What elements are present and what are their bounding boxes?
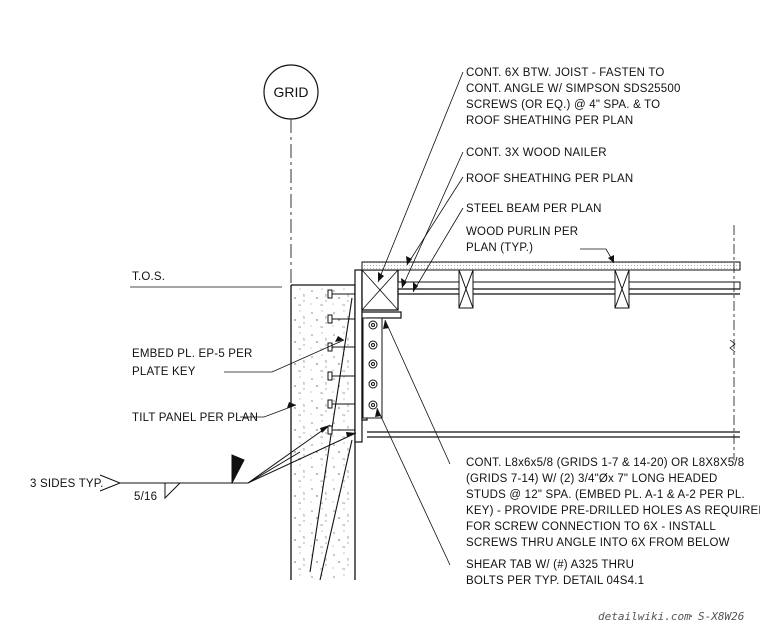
- svg-text:PLATE KEY: PLATE KEY: [132, 366, 196, 378]
- svg-text:SCREWS (OR EQ.) @ 4" SPA. & TO: SCREWS (OR EQ.) @ 4" SPA. & TO: [466, 99, 660, 111]
- note-purlin: WOOD PURLIN PER PLAN (TYP.): [466, 226, 578, 254]
- leader-lines: [224, 71, 615, 566]
- note-beam: STEEL BEAM PER PLAN: [466, 203, 602, 215]
- tos-label: T.O.S.: [132, 271, 165, 283]
- tilt-panel: [290, 284, 356, 581]
- svg-text:ROOF SHEATHING PER PLAN: ROOF SHEATHING PER PLAN: [466, 173, 633, 185]
- rebar-line: [319, 439, 353, 581]
- svg-text:TILT PANEL PER PLAN: TILT PANEL PER PLAN: [132, 412, 258, 424]
- svg-text:CONT. 6X BTW. JOIST - FASTEN T: CONT. 6X BTW. JOIST - FASTEN TO: [466, 67, 665, 79]
- note-joist: CONT. 6X BTW. JOIST - FASTEN TO CONT. AN…: [466, 67, 681, 127]
- weld-symbol: [99, 424, 357, 500]
- note-nailer: CONT. 3X WOOD NAILER: [466, 147, 607, 159]
- note-angle: CONT. L8x6x5/8 (GRIDS 1-7 & 14-20) OR L8…: [466, 457, 760, 549]
- svg-text:WOOD PURLIN PER: WOOD PURLIN PER: [466, 226, 578, 238]
- tilt-panel-body: [291, 285, 355, 580]
- footer-separator: ·: [688, 610, 695, 623]
- svg-text:ROOF SHEATHING PER PLAN: ROOF SHEATHING PER PLAN: [466, 115, 633, 127]
- wood-nailer-3x: [397, 281, 741, 290]
- note-shear-tab: SHEAR TAB W/ (#) A325 THRU BOLTS PER TYP…: [466, 559, 644, 587]
- footer-code: S-X8W26: [698, 610, 745, 623]
- note-tilt: TILT PANEL PER PLAN: [132, 412, 258, 424]
- tos-elevation: T.O.S.: [130, 271, 282, 288]
- svg-text:KEY) - PROVIDE PRE-DRILLED HOL: KEY) - PROVIDE PRE-DRILLED HOLES AS REQU…: [466, 505, 760, 517]
- note-weld: 3 SIDES TYP. 5/16: [30, 478, 157, 503]
- svg-text:STEEL BEAM PER PLAN: STEEL BEAM PER PLAN: [466, 203, 602, 215]
- note-embed: EMBED PL. EP-5 PER PLATE KEY: [132, 348, 253, 378]
- svg-text:5/16: 5/16: [134, 491, 157, 503]
- weld-arrowheads: [320, 425, 356, 437]
- field-weld-flag: [231, 454, 245, 484]
- headed-studs: [327, 289, 355, 435]
- svg-text:(GRIDS 7-14) W/ (2) 3/4"Øx 7": (GRIDS 7-14) W/ (2) 3/4"Øx 7" LONG HEADE…: [466, 473, 718, 485]
- svg-text:CONT. L8x6x5/8 (GRIDS 1-7 & 14: CONT. L8x6x5/8 (GRIDS 1-7 & 14-20) OR L8…: [466, 457, 744, 469]
- grid-label: GRID: [274, 84, 309, 100]
- footer-site: detailwiki.com: [598, 610, 691, 623]
- shear-tab: [362, 317, 383, 419]
- bolt-group: [368, 320, 378, 410]
- svg-text:FOR SCREW CONNECTION TO 6X - I: FOR SCREW CONNECTION TO 6X - INSTALL: [466, 521, 716, 533]
- svg-text:PLAN (TYP.): PLAN (TYP.): [466, 242, 533, 254]
- svg-text:CONT. ANGLE W/ SIMPSON SDS2550: CONT. ANGLE W/ SIMPSON SDS25500: [466, 83, 681, 95]
- svg-text:BOLTS PER TYP. DETAIL 04S4.1: BOLTS PER TYP. DETAIL 04S4.1: [466, 575, 644, 587]
- leader-arrowheads: [287, 255, 614, 417]
- roof-sheathing: [361, 261, 741, 271]
- steel-beam: [367, 225, 740, 460]
- note-sheathing: ROOF SHEATHING PER PLAN: [466, 173, 633, 185]
- svg-text:EMBED PL. EP-5 PER: EMBED PL. EP-5 PER: [132, 348, 253, 360]
- svg-text:CONT. 3X WOOD NAILER: CONT. 3X WOOD NAILER: [466, 147, 607, 159]
- wood-purlins: [458, 269, 630, 309]
- svg-text:SHEAR TAB W/ (#) A325 THRU: SHEAR TAB W/ (#) A325 THRU: [466, 559, 634, 571]
- rebar-line: [309, 297, 353, 573]
- svg-text:3 SIDES TYP.: 3 SIDES TYP.: [30, 478, 104, 490]
- svg-text:SCREWS THRU ANGLE INTO 6X FROM: SCREWS THRU ANGLE INTO 6X FROM BELOW: [466, 537, 730, 549]
- svg-text:STUDS @ 12" SPA. (EMBED PL. A-: STUDS @ 12" SPA. (EMBED PL. A-1 & A-2 PE…: [466, 489, 745, 501]
- footer: detailwiki.com · S-X8W26: [598, 610, 745, 623]
